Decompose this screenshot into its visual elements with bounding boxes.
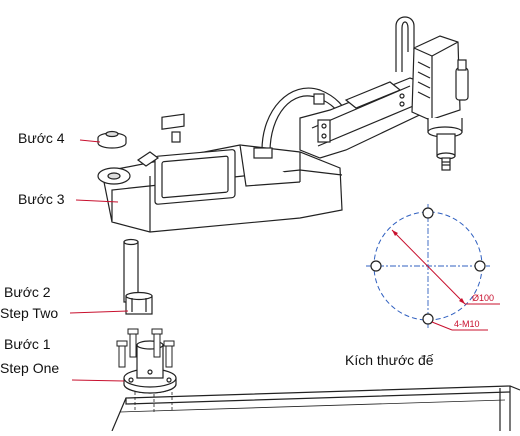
leader-lines <box>69 139 129 382</box>
label-step3: Bước 3 <box>18 191 65 207</box>
leader-step4 <box>79 139 101 143</box>
bolt-circle-view: Ø100 4-M10 <box>366 204 500 331</box>
label-base-size: Kích thước đế <box>345 352 434 368</box>
label-step1: Bước 1 <box>4 336 51 352</box>
cap-part <box>97 130 127 149</box>
work-table <box>111 385 520 432</box>
mounting-bolt-lines <box>134 392 173 414</box>
bolt-hole-top <box>422 207 434 219</box>
parallel-arm <box>299 77 431 159</box>
label-step2-english: Step Two <box>0 305 59 321</box>
leader-step3 <box>75 199 119 203</box>
holes-dimension-line <box>431 321 453 331</box>
bolt-hole-left <box>370 260 382 272</box>
tapping-motor <box>411 35 469 171</box>
holes-label: 4-M10 <box>454 319 480 329</box>
bolt-hole-right <box>474 260 486 272</box>
diameter-label: Ø100 <box>472 293 494 303</box>
vertical-column <box>123 238 153 315</box>
arm-housing <box>97 113 343 233</box>
label-step2: Bước 2 <box>4 284 51 300</box>
leader-step1 <box>71 379 125 382</box>
bolt-hole-bottom <box>422 313 434 325</box>
label-step4: Bước 4 <box>18 130 65 146</box>
top-handle-pipe <box>395 16 415 72</box>
diameter-dimension-line <box>391 229 466 305</box>
base-bolts <box>116 328 175 368</box>
label-step1-english: Step One <box>0 360 60 376</box>
leader-step2 <box>69 310 129 314</box>
base-flange <box>123 340 177 394</box>
